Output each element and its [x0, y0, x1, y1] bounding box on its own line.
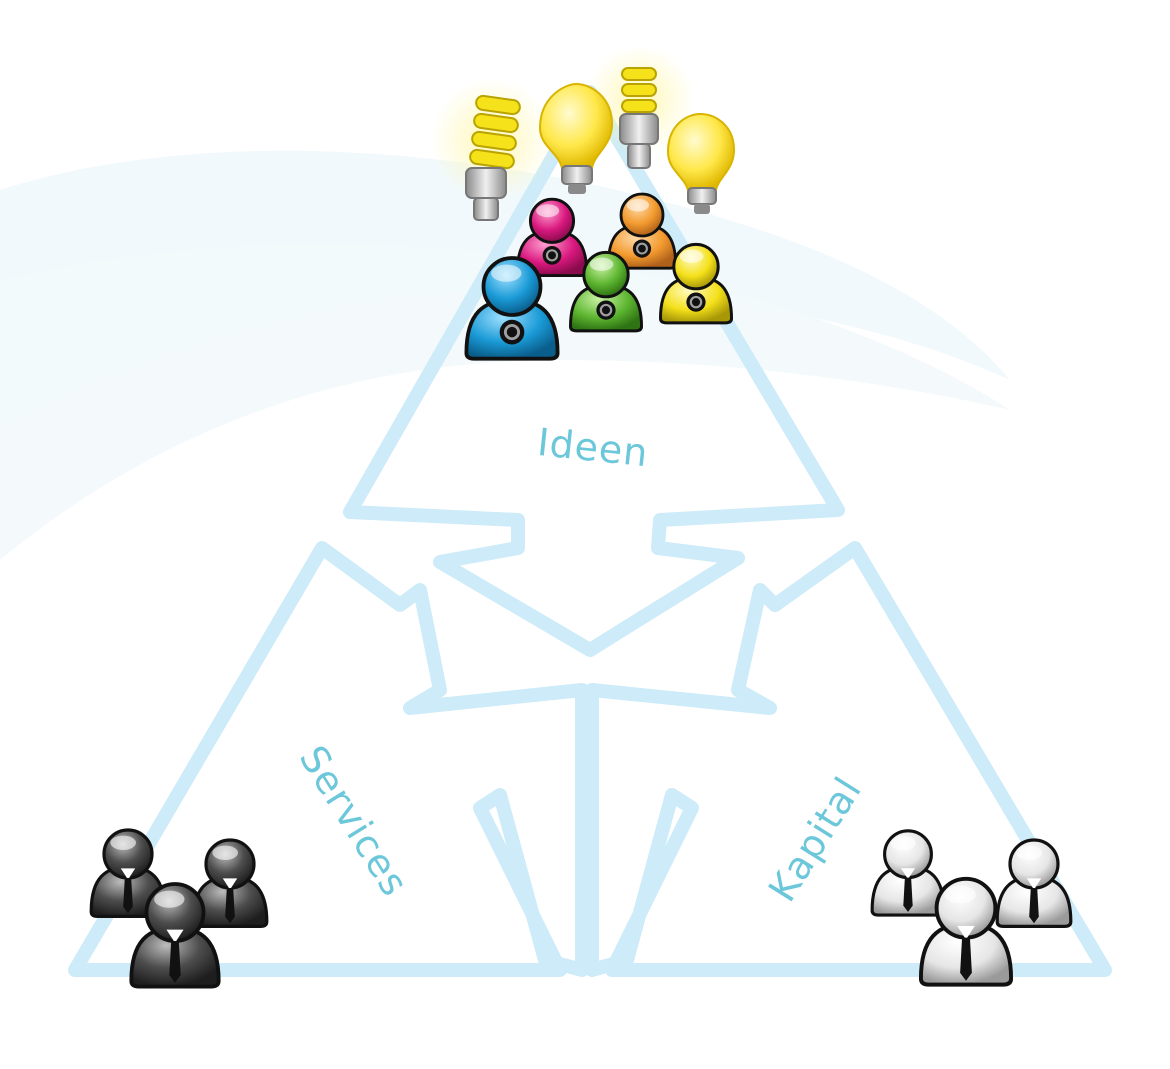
- light-bulb-icon: [430, 45, 736, 221]
- light-businessmen-group-icon: [870, 829, 1073, 987]
- ideen-triangle-outline: [343, 85, 845, 657]
- background-swoosh: [0, 150, 1010, 561]
- services-triangle-outline: [68, 541, 589, 977]
- businessman-light-icon: [870, 829, 946, 917]
- kapital-triangle-outline: [585, 541, 1112, 977]
